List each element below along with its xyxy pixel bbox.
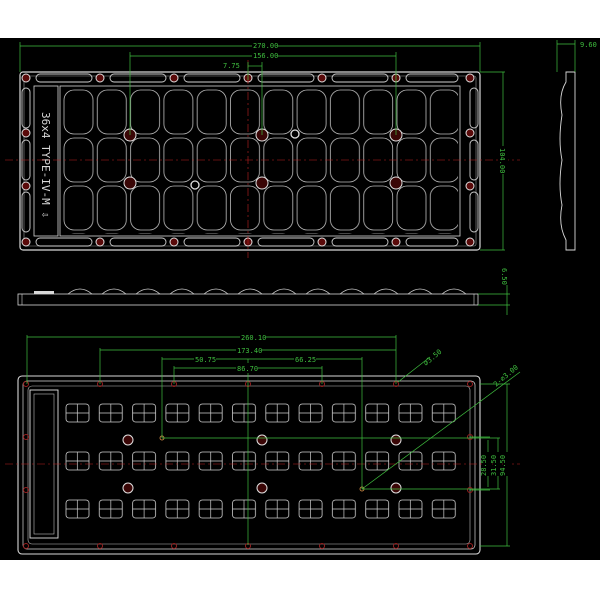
dim-side-height: 6.50 [500,268,508,285]
product-label: 36x4 TYPE-IV-M ⇩ [39,112,52,218]
mounting-hole [21,73,475,247]
dim-overall-height: 104.00 [498,148,506,173]
dim-offset-b: 66.25 [295,356,316,364]
dim-hole-dia-small: ⌀3.50 [422,348,443,368]
dim-overall-width: 270.00 [253,42,278,50]
dim-height-b: 31.50 [490,455,498,476]
dim-bottom-overall-width: 260.10 [241,334,266,342]
side-view-bottom: 6.50 [17,268,510,315]
side-view-right: 9.60 [556,40,597,251]
cad-drawing: 36x4 TYPE-IV-M ⇩ 270.00 156.00 7.75 104.… [5,40,597,555]
dim-offset-a: 50.75 [195,356,216,364]
dim-height-a: 28.50 [480,455,488,476]
dim-hole-span: 156.00 [253,52,278,60]
bottom-view: 260.10 173.40 50.75 66.25 86.70 ⌀3.50 2-… [5,332,521,555]
dim-hole-dia-pair: 2-⌀3.00 [492,363,520,388]
dim-hole-span-b: 86.70 [237,365,258,373]
dim-thickness: 9.60 [580,41,597,49]
dim-offset: 7.75 [223,62,240,70]
dim-height-c: 94.50 [499,455,507,476]
top-view: 36x4 TYPE-IV-M ⇩ 270.00 156.00 7.75 104.… [5,40,520,258]
dim-hole-span-a: 173.40 [237,347,262,355]
cad-drawing-canvas: 36x4 TYPE-IV-M ⇩ 270.00 156.00 7.75 104.… [0,38,600,560]
